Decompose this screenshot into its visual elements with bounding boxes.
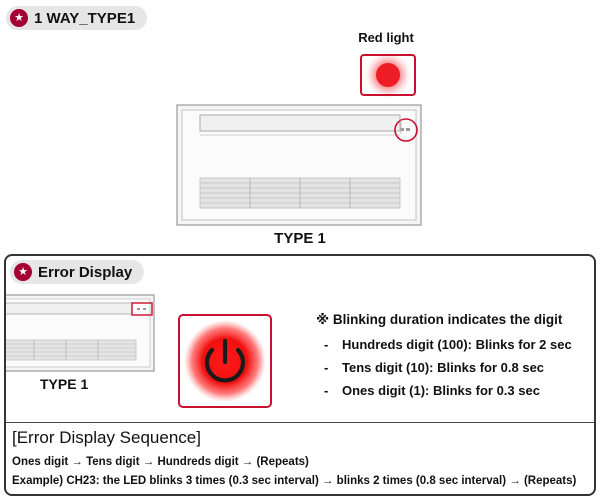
- note-item-text: Hundreds digit (100): Blinks for 2 sec: [342, 337, 572, 352]
- blink-duration-note: ※ Blinking duration indicates the digit …: [316, 312, 592, 406]
- indicator-highlight-box: [131, 302, 153, 316]
- sequence-order: Ones digit → Tens digit → Hundreds digit…: [12, 456, 309, 468]
- note-item-tens: - Tens digit (10): Blinks for 0.8 sec: [324, 360, 545, 375]
- sequence-title: [Error Display Sequence]: [12, 428, 201, 447]
- power-icon: [184, 320, 266, 402]
- star-icon: ★: [14, 263, 32, 281]
- note-item-ones: - Ones digit (1): Blinks for 0.3 sec: [324, 383, 540, 398]
- indicator-highlight-circle: [394, 118, 418, 142]
- section-header-1way-type1: ★ 1 WAY_TYPE1: [6, 6, 148, 30]
- type-label: TYPE 1: [274, 230, 326, 247]
- air-vent-grille: [199, 177, 401, 209]
- red-light-label: Red light: [358, 30, 414, 45]
- indoor-unit-illustration: [176, 104, 422, 226]
- note-item-hundreds: - Hundreds digit (100): Blinks for 2 sec: [324, 337, 572, 352]
- note-item-text: Tens digit (10): Blinks for 0.8 sec: [342, 360, 545, 375]
- sequence-example: Example) CH23: the LED blinks 3 times (0…: [12, 475, 577, 487]
- section-header-error-display: ★ Error Display: [10, 260, 145, 284]
- star-icon: ★: [10, 9, 28, 27]
- air-vent-grille: [6, 339, 137, 361]
- note-title: ※ Blinking duration indicates the digit: [316, 312, 563, 327]
- power-led-callout: [178, 314, 272, 408]
- red-light-callout: [360, 54, 416, 96]
- note-item-text: Ones digit (1): Blinks for 0.3 sec: [342, 383, 540, 398]
- error-display-panel: ★ Error Display TYPE 1: [4, 254, 596, 496]
- section-divider: [6, 422, 594, 423]
- red-light-indicator: [376, 63, 400, 87]
- section-title: 1 WAY_TYPE1: [34, 9, 136, 27]
- type-label-small: TYPE 1: [40, 376, 89, 392]
- error-display-title: Error Display: [38, 263, 133, 281]
- indoor-unit-partial-illustration: [6, 294, 155, 372]
